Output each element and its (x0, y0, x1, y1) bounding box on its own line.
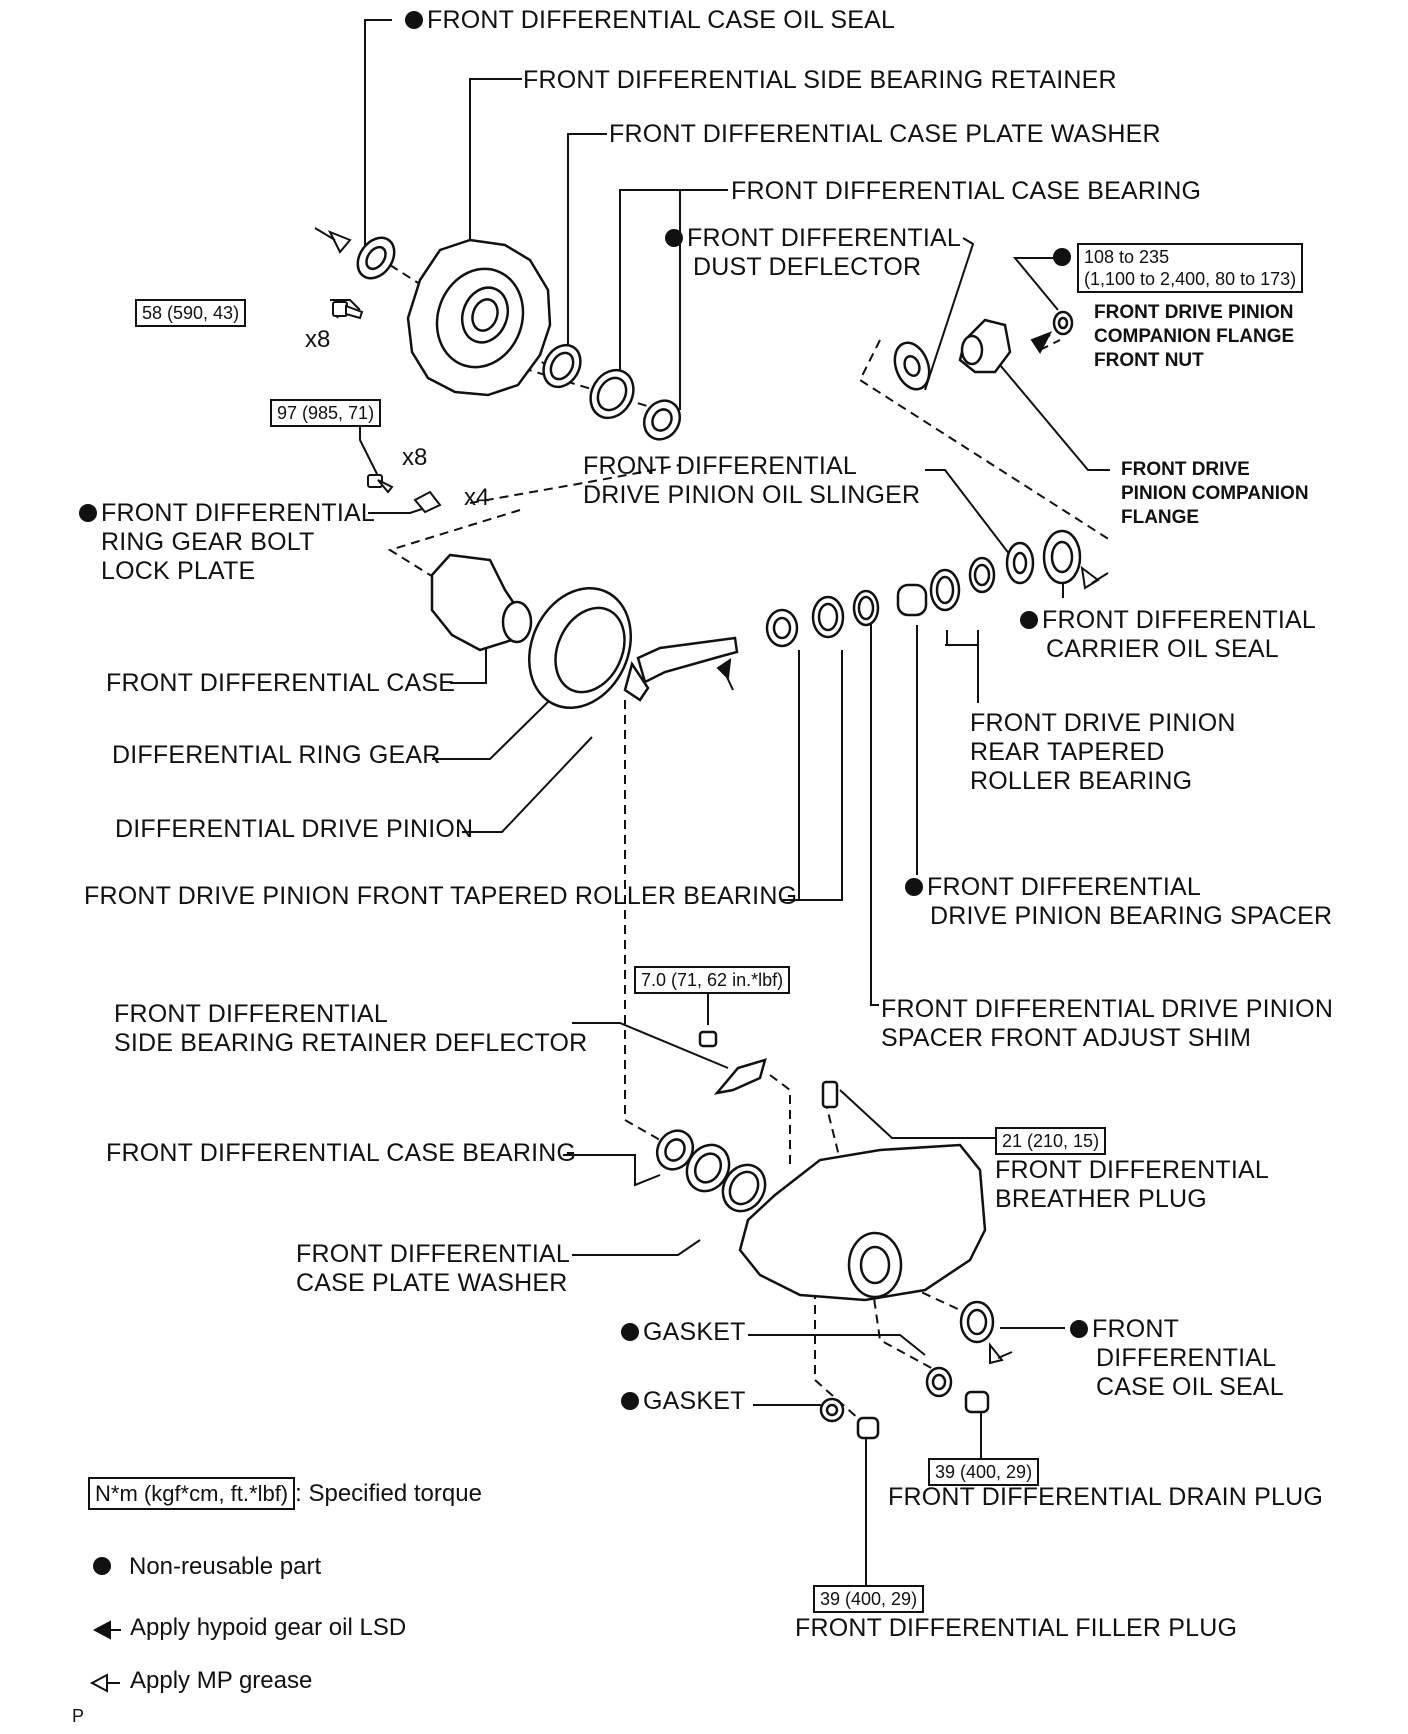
label-front-bearing: FRONT DRIVE PINION FRONT TAPERED ROLLER … (84, 882, 798, 910)
label-drain-plug: FRONT DIFFERENTIAL DRAIN PLUG (888, 1483, 1324, 1511)
label-ring-gear: DIFFERENTIAL RING GEAR (112, 741, 441, 769)
label-gasket-upper: GASKET (621, 1318, 746, 1347)
torque-retainer-bolts: 58 (590, 43) (135, 299, 247, 327)
label-case-bearing-bottom: FRONT DIFFERENTIAL CASE BEARING (106, 1139, 577, 1167)
label-drive-pinion: DIFFERENTIAL DRIVE PINION (115, 815, 474, 843)
label-diff-case: FRONT DIFFERENTIAL CASE (106, 669, 456, 697)
legend-torque-text: : Specified torque (295, 1480, 482, 1507)
label-case-bearing-top: FRONT DIFFERENTIAL CASE BEARING (731, 177, 1202, 205)
legend-torque-box: N*m (kgf*cm, ft.*lbf) (88, 1477, 296, 1510)
dot-companion-nut (1053, 248, 1075, 272)
label-side-bearing-retainer: FRONT DIFFERENTIAL SIDE BEARING RETAINER (523, 66, 1117, 94)
torque-filler-plug: 39 (400, 29) (813, 1585, 925, 1613)
footer-code: P (72, 1706, 85, 1726)
torque-ring-gear-bolts: 97 (985, 71) (270, 399, 382, 427)
mult-ring-gear-bolts: x8 (402, 444, 428, 471)
torque-breather-plug: 21 (210, 15) (995, 1127, 1107, 1155)
torque-deflector-bolt: 7.0 (71, 62 in.*lbf) (634, 966, 791, 994)
legend-hypoid: Apply hypoid gear oil LSD (130, 1614, 407, 1641)
label-case-oil-seal-top: FRONT DIFFERENTIAL CASE OIL SEAL (405, 6, 895, 35)
torque-companion-nut: 108 to 235(1,100 to 2,400, 80 to 173) (1077, 243, 1304, 293)
legend-nonreusable: Non-reusable part (93, 1553, 321, 1581)
legend-torque: N*m (kgf*cm, ft.*lbf): Specified torque (88, 1477, 482, 1510)
label-case-plate-washer-top: FRONT DIFFERENTIAL CASE PLATE WASHER (609, 120, 1161, 148)
torque-drain-plug: 39 (400, 29) (928, 1458, 1040, 1486)
label-filler-plug: FRONT DIFFERENTIAL FILLER PLUG (795, 1614, 1238, 1642)
mult-lock-plates: x4 (464, 484, 490, 511)
mult-retainer-bolts: x8 (305, 326, 331, 353)
legend-mp-grease: Apply MP grease (130, 1667, 313, 1694)
label-gasket-lower: GASKET (621, 1387, 746, 1416)
